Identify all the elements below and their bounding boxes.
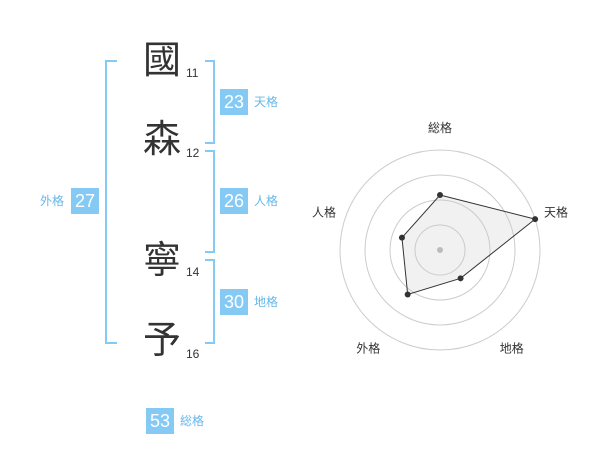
radar-point-0 [437,192,443,198]
kanji-2: 森 [142,117,181,161]
radar-ring [414,224,466,276]
radar-axis-label: 天格 [544,204,568,219]
tenkaku-label: 天格 [254,95,279,109]
gaikaku-label: 外格 [40,194,65,208]
radar-center [437,247,443,253]
tenkaku-value: 23 [220,89,248,115]
gaikaku-bracket [105,60,117,344]
radar-point-1 [532,216,539,223]
kanji-4: 予 [142,318,181,362]
radar-axis-label: 総格 [428,120,452,135]
kanji-4-strokes: 16 [186,347,200,361]
kanji-1-strokes: 11 [186,66,199,80]
chikaku-bracket [205,259,215,344]
soukaku-label: 総格 [180,414,205,428]
radar-ring [364,174,516,326]
jinkaku-bracket [205,150,215,253]
gaikaku-value: 27 [71,188,99,214]
kanji-3-strokes: 14 [186,265,200,279]
radar-axis-label: 地格 [500,341,524,356]
radar-axis-label: 人格 [312,204,336,219]
radar-area [401,194,537,296]
radar-axis-label: 外格 [356,341,380,356]
kanji-2-strokes: 12 [186,146,200,160]
radar-ring [339,149,541,351]
jinkaku-value: 26 [220,188,248,214]
chikaku-value: 30 [220,289,248,315]
kanji-1: 國 [142,38,181,82]
radar-point-4 [398,234,405,241]
radar-point-2 [457,275,464,282]
kanji-3: 寧 [142,238,181,282]
tenkaku-bracket [205,60,215,144]
chikaku-label: 地格 [254,295,279,309]
jinkaku-label: 人格 [254,194,279,208]
radar-ring [389,199,491,301]
radar-point-3 [404,291,411,298]
soukaku-value: 53 [146,408,174,434]
